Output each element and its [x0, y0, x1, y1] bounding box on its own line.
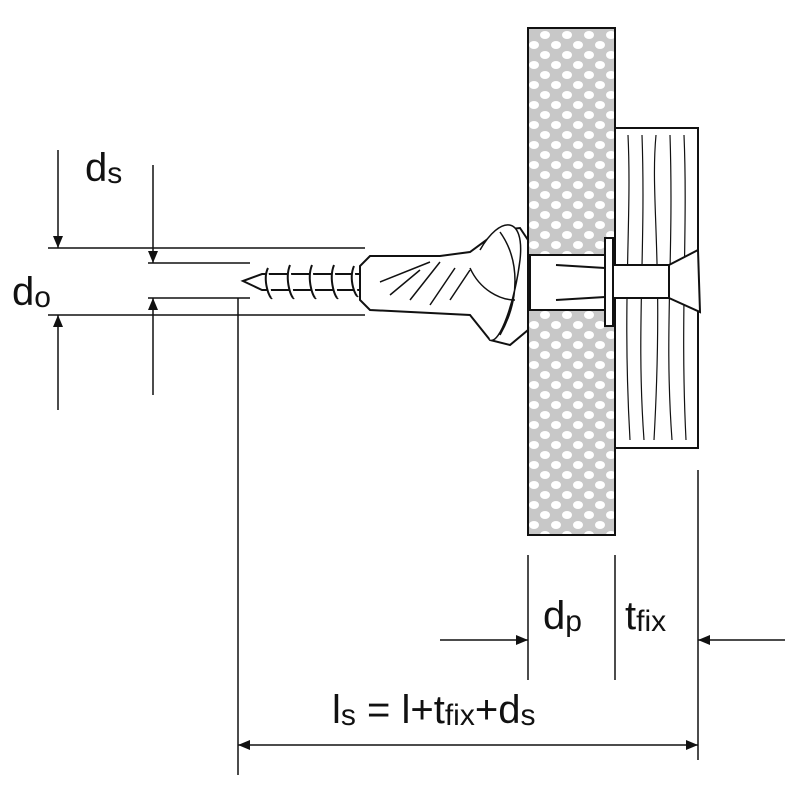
dimension-lines [48, 247, 699, 775]
dimension-arrows [53, 150, 785, 750]
ds-label: ds [85, 146, 123, 190]
length-formula: ls = l+tfix+ds [332, 688, 536, 732]
screw-head [612, 248, 702, 314]
do-label: do [12, 270, 51, 314]
dp-label: dp [543, 594, 582, 638]
screw-thread [240, 264, 361, 300]
tfix-label: tfix [625, 594, 667, 638]
plug-body [359, 224, 529, 347]
